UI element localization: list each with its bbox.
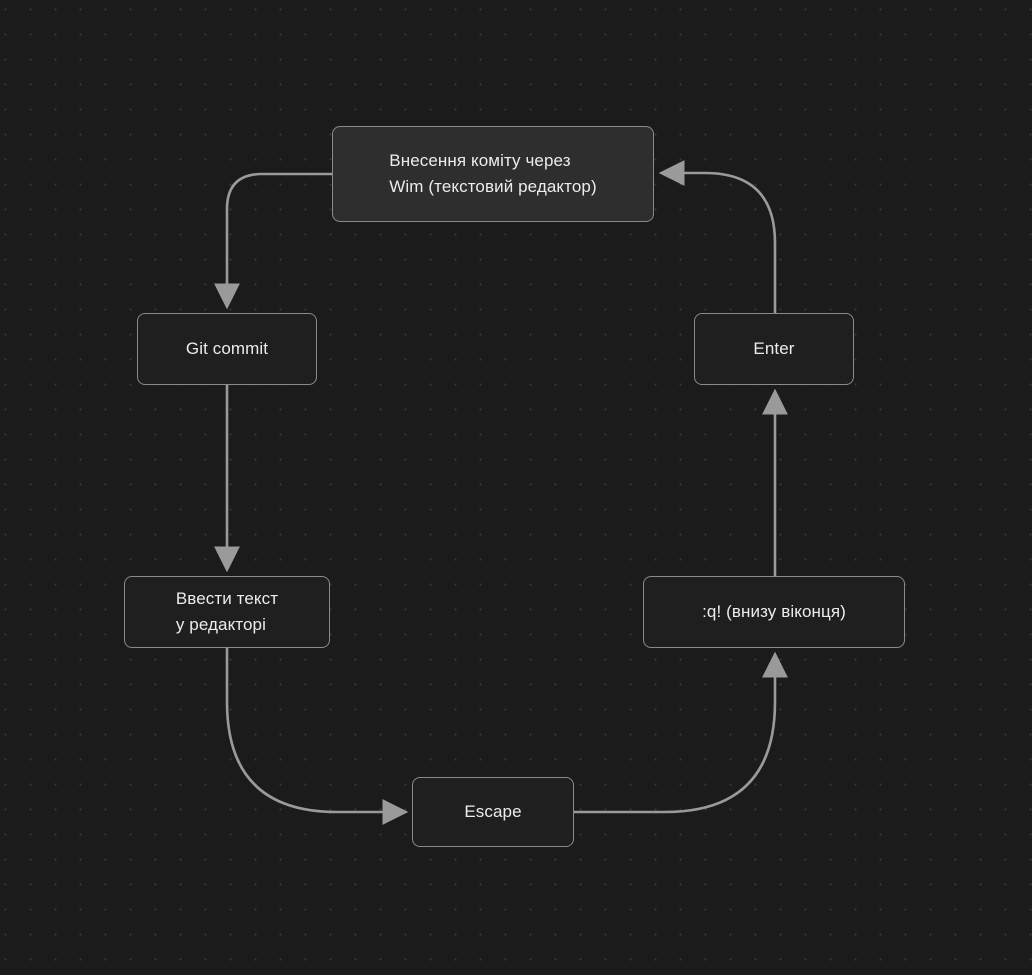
node-escape[interactable]: Escape — [412, 777, 574, 847]
edge-commit-via-vim-to-git-commit — [214, 172, 332, 310]
edge-type-text-in-editor-to-escape — [225, 648, 409, 825]
node-enter[interactable]: Enter — [694, 313, 854, 385]
node-commit-via-vim[interactable]: Внесення коміту через Wim (текстовий ред… — [332, 126, 654, 222]
edge-enter-to-commit-via-vim — [658, 160, 777, 313]
node-label-git-commit: Git commit — [185, 338, 269, 358]
node-git-commit[interactable]: Git commit — [137, 313, 317, 385]
node-label-enter: Enter — [753, 338, 795, 358]
node-label-quit-command: :q! (внизу віконця) — [702, 601, 846, 621]
edge-escape-to-quit-command — [574, 651, 788, 814]
node-type-text-in-editor[interactable]: Ввести текст у редакторі — [124, 576, 330, 648]
node-label-type-text-in-editor: Ввести текст у редакторі — [175, 588, 279, 634]
node-quit-command[interactable]: :q! (внизу віконця) — [643, 576, 905, 648]
node-label-escape: Escape — [464, 801, 522, 821]
node-label-commit-via-vim: Внесення коміту через Wim (текстовий ред… — [389, 150, 597, 196]
